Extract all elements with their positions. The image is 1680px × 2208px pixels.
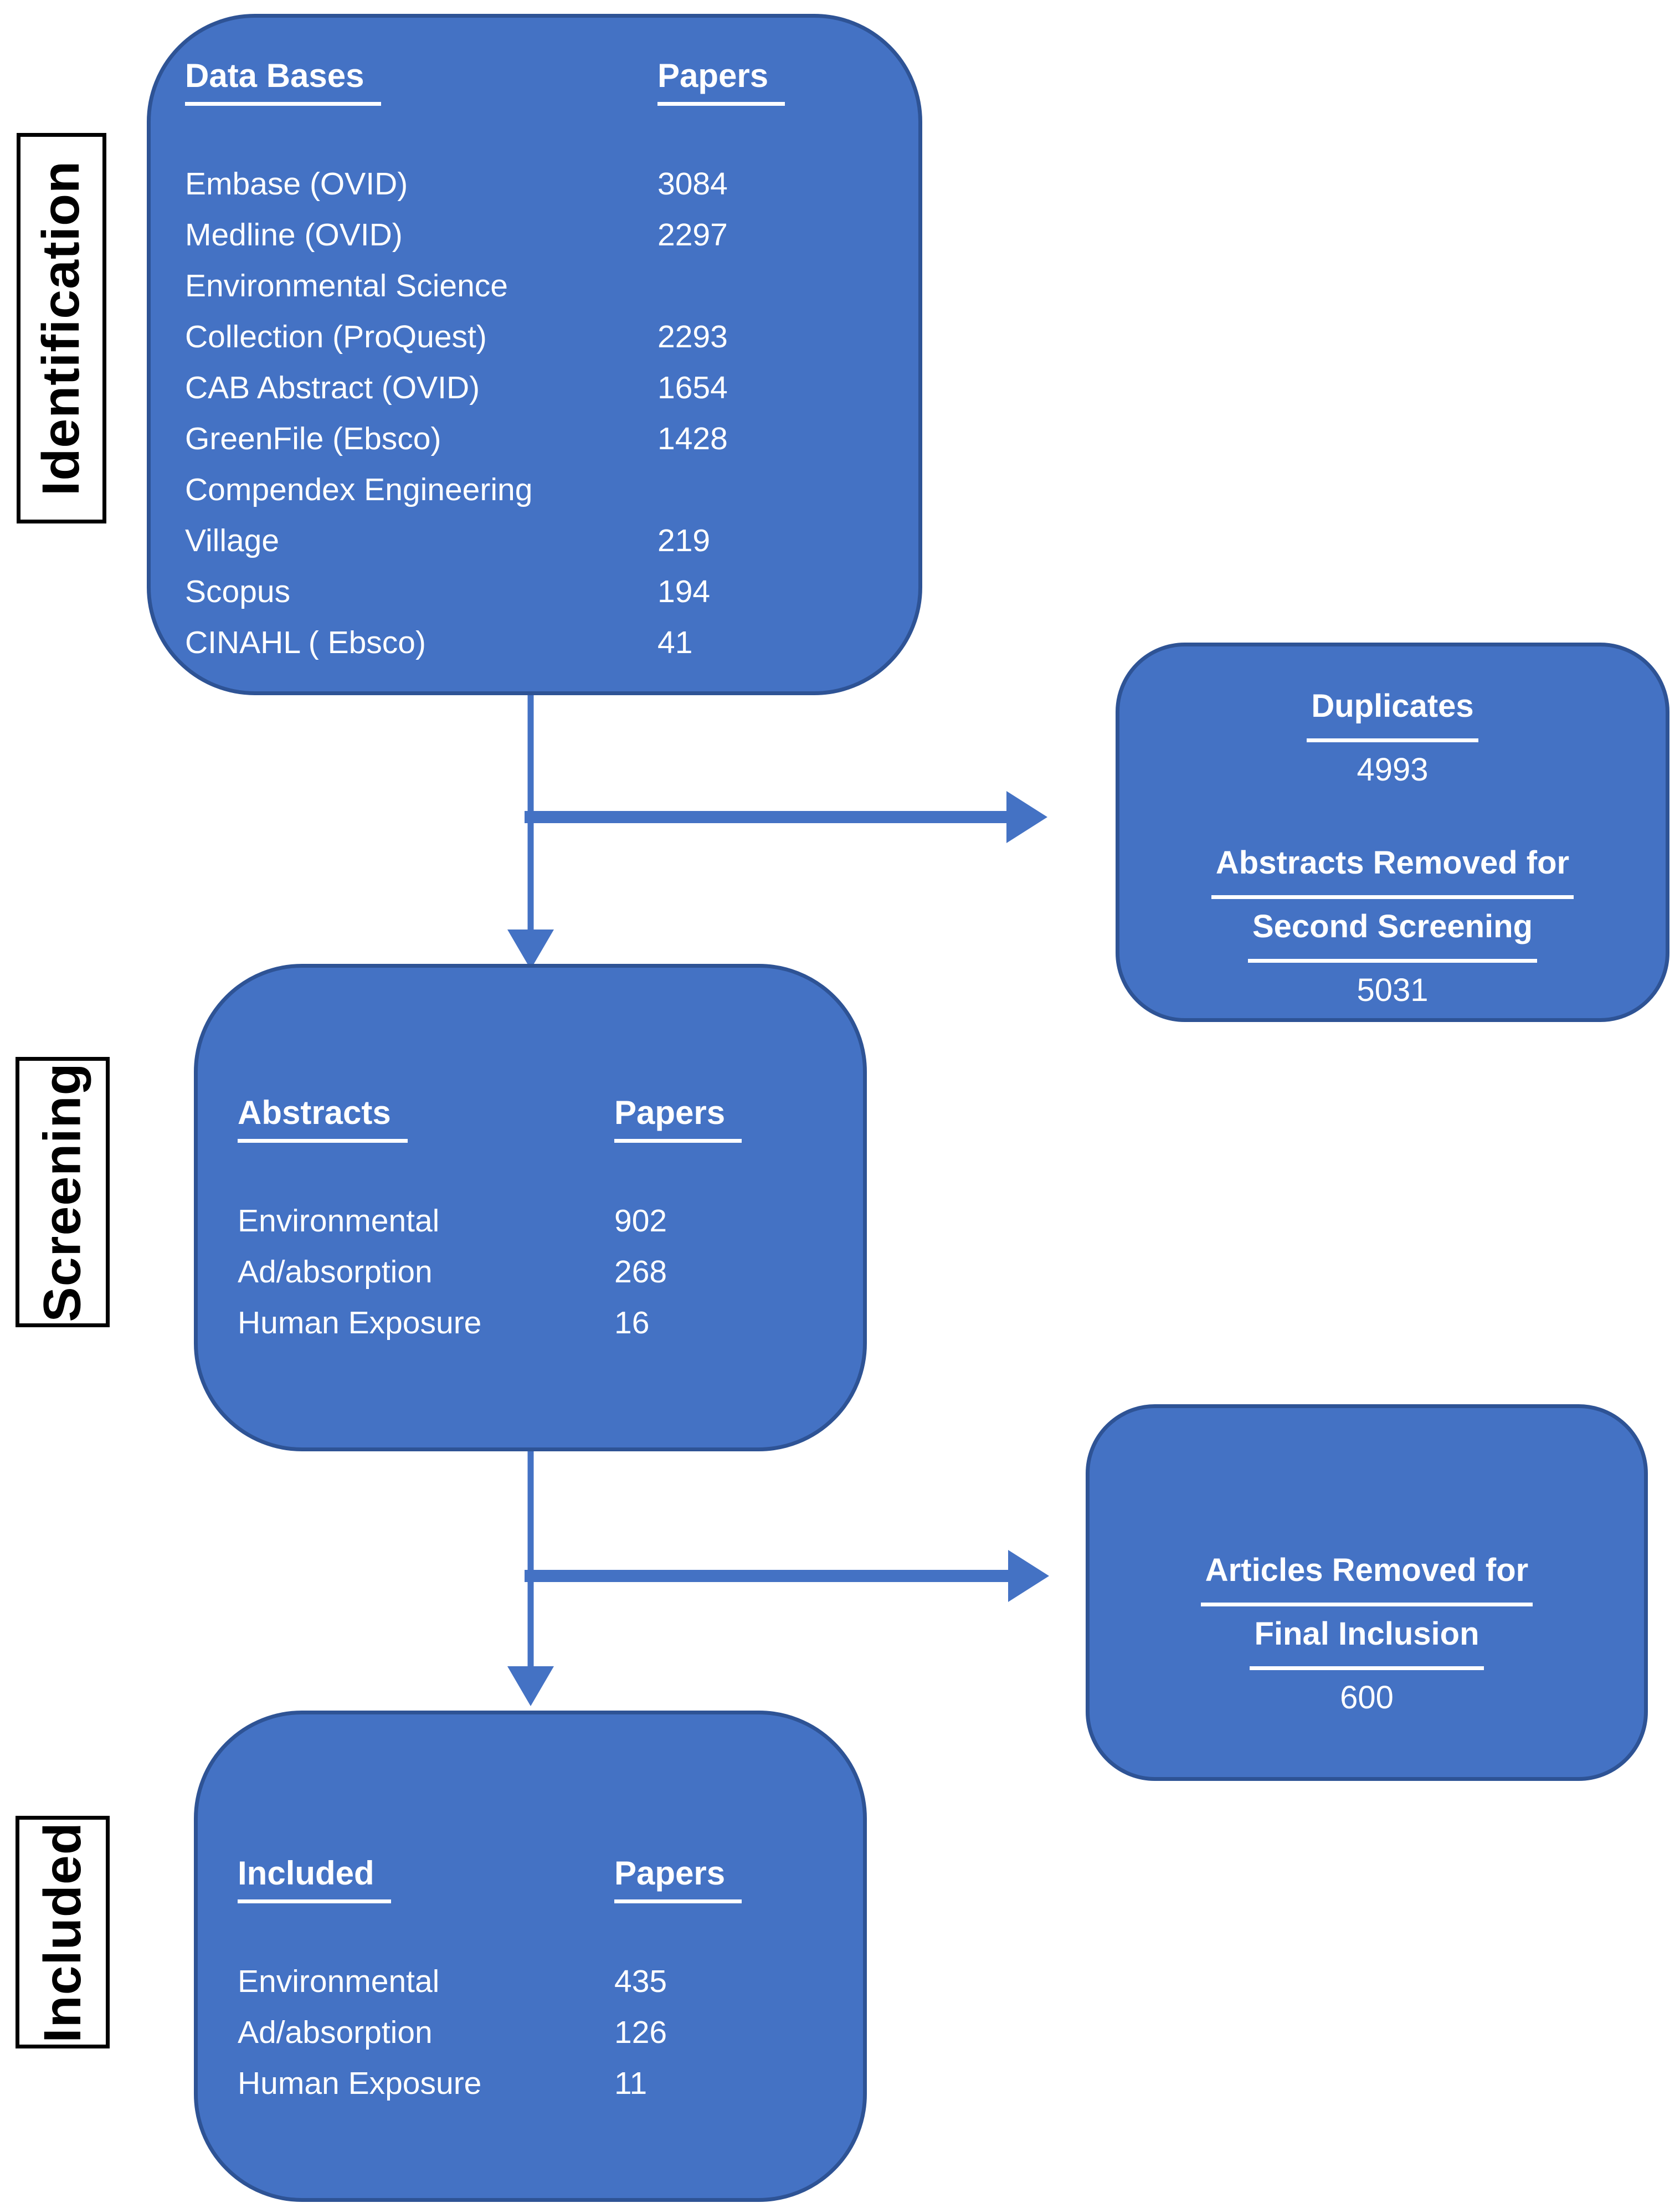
stage-label-included: Included bbox=[16, 1816, 110, 2048]
papers-column-header: Papers bbox=[657, 55, 785, 106]
database-count: 219 bbox=[657, 523, 711, 558]
category-count: 435 bbox=[614, 1964, 667, 1999]
databases-column-header: Data Bases bbox=[185, 55, 381, 106]
database-count: 1428 bbox=[657, 421, 728, 456]
final-removed-title-line1: Articles Removed for bbox=[1200, 1543, 1533, 1606]
database-name: Embase (OVID) bbox=[185, 166, 408, 202]
database-count: 3084 bbox=[657, 166, 728, 202]
category-count: 126 bbox=[614, 2015, 667, 2050]
stage-label-screening-text: Screening bbox=[33, 1062, 92, 1322]
screening-box-rows: Environmental 902 Ad/absorption 268 Human … bbox=[238, 1195, 841, 1348]
database-row: Medline (OVID) 2297 bbox=[185, 209, 896, 260]
screening-box-header: Abstracts Papers bbox=[238, 1092, 841, 1143]
category-count: 902 bbox=[614, 1203, 667, 1239]
database-row: CAB Abstract (OVID) 1654 bbox=[185, 362, 896, 413]
included-box-header: Included Papers bbox=[238, 1853, 841, 1903]
database-name: CAB Abstract (OVID) bbox=[185, 370, 480, 405]
identification-box-header: Data Bases Papers bbox=[185, 55, 896, 106]
database-name: Compendex Engineering bbox=[185, 472, 533, 507]
category-name: Human Exposure bbox=[238, 1305, 482, 1341]
database-row: Scopus 194 bbox=[185, 566, 896, 617]
database-count: 2297 bbox=[657, 217, 728, 253]
category-name: Ad/absorption bbox=[238, 1254, 433, 1290]
final-removed-count: 600 bbox=[1340, 1680, 1394, 1716]
stage-label-identification: Identification bbox=[17, 133, 106, 523]
database-count: 2293 bbox=[657, 319, 728, 355]
category-name: Environmental bbox=[238, 1203, 440, 1239]
category-count: 16 bbox=[614, 1305, 650, 1341]
category-name: Human Exposure bbox=[238, 2066, 482, 2101]
category-row: Ad/absorption 126 bbox=[238, 2007, 841, 2058]
papers-column-header: Papers bbox=[614, 1092, 742, 1143]
database-name: Environmental Science bbox=[185, 268, 508, 304]
included-column-header: Included bbox=[238, 1853, 391, 1903]
category-row: Environmental 435 bbox=[238, 1956, 841, 2007]
arrow-to-duplicates-head bbox=[1006, 791, 1047, 843]
database-name: Collection (ProQuest) bbox=[185, 319, 487, 355]
category-row: Environmental 902 bbox=[238, 1195, 841, 1246]
final-removed-box: Articles Removed for Final Inclusion 600 bbox=[1086, 1404, 1648, 1781]
duplicates-count: 4993 bbox=[1357, 752, 1429, 788]
database-name: CINAHL ( Ebsco) bbox=[185, 625, 426, 660]
abstracts-removed-count: 5031 bbox=[1357, 972, 1429, 1008]
database-name: GreenFile (Ebsco) bbox=[185, 421, 441, 456]
category-count: 11 bbox=[614, 2066, 648, 2101]
included-box: Included Papers Environmental 435 Ad/abso… bbox=[194, 1711, 867, 2202]
abstracts-removed-title-line1: Abstracts Removed for bbox=[1211, 835, 1574, 899]
database-name: Scopus bbox=[185, 574, 291, 609]
stage-label-screening: Screening bbox=[16, 1057, 110, 1327]
database-name: Village bbox=[185, 523, 280, 558]
database-count bbox=[657, 260, 896, 311]
database-row: Village 219 bbox=[185, 515, 896, 566]
database-row: Embase (OVID) 3084 bbox=[185, 158, 896, 209]
stage-label-included-text: Included bbox=[33, 1821, 92, 2043]
database-row: Compendex Engineering bbox=[185, 464, 896, 515]
duplicates-title: Duplicates bbox=[1307, 679, 1478, 742]
database-row: GreenFile (Ebsco) 1428 bbox=[185, 413, 896, 464]
abstracts-removed-title-line2: Second Screening bbox=[1247, 899, 1538, 963]
abstracts-column-header: Abstracts bbox=[238, 1092, 408, 1143]
database-name: Medline (OVID) bbox=[185, 217, 403, 253]
database-row: Collection (ProQuest) 2293 bbox=[185, 311, 896, 362]
category-row: Human Exposure 16 bbox=[238, 1297, 841, 1348]
database-count: 194 bbox=[657, 574, 711, 609]
database-count: 41 bbox=[657, 625, 693, 660]
screening-box: Abstracts Papers Environmental 902 Ad/abs… bbox=[194, 964, 867, 1451]
database-count: 1654 bbox=[657, 370, 728, 405]
database-row: CINAHL ( Ebsco) 41 bbox=[185, 617, 896, 668]
duplicates-box: Duplicates 4993 Abstracts Removed for Se… bbox=[1116, 643, 1669, 1022]
identification-box-rows: Embase (OVID) 3084 Medline (OVID) 2297 Env… bbox=[185, 158, 896, 668]
database-row: Environmental Science bbox=[185, 260, 896, 311]
arrow-to-final-removed-head bbox=[1008, 1550, 1049, 1602]
category-row: Human Exposure 11 bbox=[238, 2058, 841, 2109]
included-box-rows: Environmental 435 Ad/absorption 126 Human … bbox=[238, 1956, 841, 2109]
database-count bbox=[657, 464, 896, 515]
arrow-screening-to-included-head bbox=[507, 1666, 554, 1706]
identification-box: Data Bases Papers Embase (OVID) 3084 Medl… bbox=[147, 14, 922, 695]
final-removed-title-line2: Final Inclusion bbox=[1250, 1606, 1484, 1670]
papers-column-header: Papers bbox=[614, 1853, 742, 1903]
category-name: Environmental bbox=[238, 1964, 440, 1999]
category-count: 268 bbox=[614, 1254, 667, 1290]
category-name: Ad/absorption bbox=[238, 2015, 433, 2050]
category-row: Ad/absorption 268 bbox=[238, 1246, 841, 1297]
stage-label-identification-text: Identification bbox=[32, 160, 91, 496]
